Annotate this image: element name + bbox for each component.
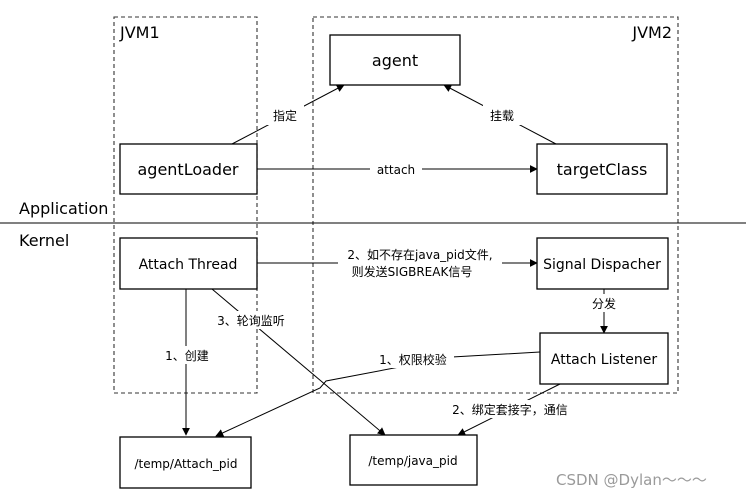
java-pid-file-label: /temp/java_pid bbox=[368, 454, 457, 468]
edge-bind-socket-label-bg bbox=[446, 400, 574, 418]
agent-box bbox=[329, 34, 461, 86]
edge-poll-listen bbox=[211, 288, 386, 436]
attach-pid-file-label: /temp/Attach_pid bbox=[134, 457, 237, 471]
attach-pid-file-box bbox=[119, 436, 252, 489]
edge-create-label: 1、创建 bbox=[165, 349, 209, 363]
edge-attach-label: attach bbox=[377, 163, 415, 177]
edge-mount-label-bg bbox=[483, 105, 521, 125]
edge-bind-socket-label: 2、绑定套接字，通信 bbox=[452, 402, 568, 417]
attach-thread-label: Attach Thread bbox=[139, 257, 238, 273]
signal-dispatcher-box bbox=[536, 237, 669, 290]
edge-specify-label: 指定 bbox=[273, 108, 297, 123]
edge-send-signal-label-2: 则发送SIGBREAK信号 bbox=[352, 264, 473, 279]
jvm2-label: JVM2 bbox=[631, 23, 672, 42]
attach-listener-label: Attach Listener bbox=[551, 352, 657, 368]
agent-loader-box bbox=[119, 143, 258, 195]
agent-loader-label: agentLoader bbox=[137, 160, 238, 179]
edge-poll-listen-label-bg bbox=[214, 311, 288, 329]
jvm2-zone bbox=[312, 16, 679, 394]
target-class-label: targetClass bbox=[557, 160, 648, 179]
edge-specify-label-bg bbox=[266, 105, 304, 125]
target-class-box bbox=[536, 143, 668, 195]
attach-thread-box bbox=[119, 237, 258, 290]
edge-dispatch-label: 分发 bbox=[592, 296, 616, 311]
attach-listener-box bbox=[539, 332, 669, 385]
signal-dispatcher-label: Signal Dispacher bbox=[543, 257, 661, 273]
edge-mount-label: 挂载 bbox=[490, 109, 514, 123]
watermark: CSDN @Dylan～～～ bbox=[556, 471, 707, 489]
edge-dispatch-label-bg bbox=[587, 294, 621, 312]
edge-permission-check-label: 1、权限校验 bbox=[379, 352, 447, 367]
edge-attach-label-bg bbox=[370, 160, 422, 178]
edge-poll-listen-label: 3、轮询监听 bbox=[217, 314, 285, 328]
kernel-layer-label: Kernel bbox=[19, 231, 69, 250]
edge-permission-check-label-bg bbox=[372, 350, 454, 368]
edge-send-signal-label-1: 2、如不存在java_pid文件, bbox=[347, 247, 492, 262]
application-layer-label: Application bbox=[19, 199, 108, 218]
edge-send-signal-label-bg bbox=[338, 246, 502, 282]
agent-label: agent bbox=[372, 51, 418, 70]
edge-permission-check bbox=[215, 351, 541, 437]
java-pid-file-box bbox=[349, 434, 478, 486]
edge-create-label-bg bbox=[160, 346, 214, 364]
jvm1-label: JVM1 bbox=[119, 23, 160, 42]
